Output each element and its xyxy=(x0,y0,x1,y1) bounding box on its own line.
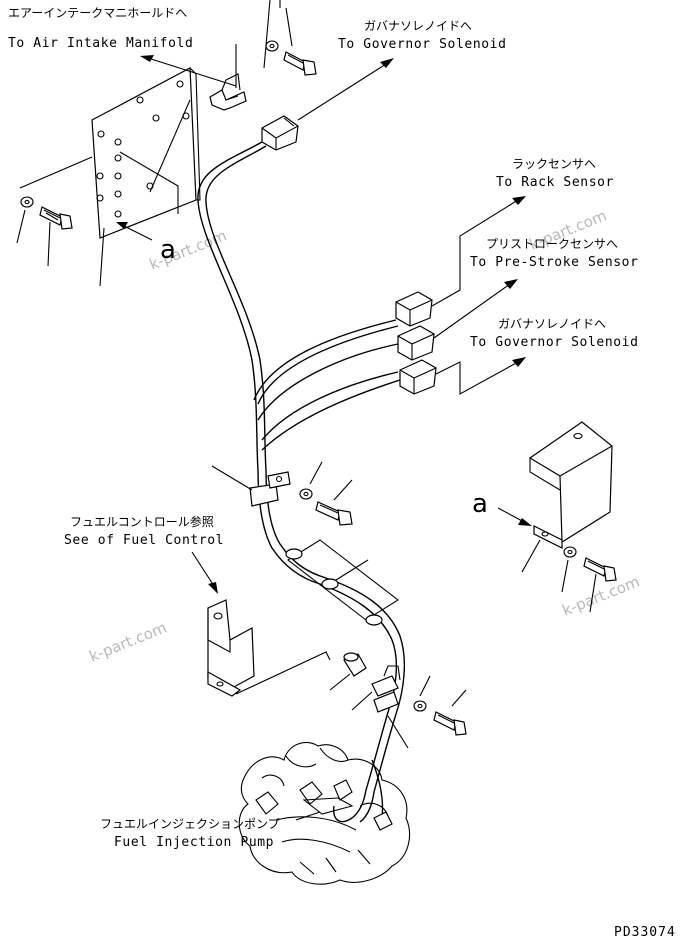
arrow-head-icon xyxy=(380,58,394,68)
leader-line xyxy=(333,479,353,501)
bolt-right xyxy=(583,557,617,582)
arrow-head-icon xyxy=(116,222,128,229)
fuel-injection-pump xyxy=(238,742,410,885)
arrow-head-icon xyxy=(140,55,154,62)
leader-line xyxy=(387,715,409,749)
label-rack-sensor-jp: ラックセンサへ xyxy=(512,157,596,171)
label-fuel-control-jp: フュエルコントロール参照 xyxy=(70,514,214,529)
arrow-head-icon xyxy=(208,582,218,594)
leader-line xyxy=(521,539,541,573)
leader-line xyxy=(19,156,93,189)
leader-line xyxy=(431,199,519,307)
bolt-lower xyxy=(433,711,467,736)
label-rack-sensor-en: To Rack Sensor xyxy=(496,175,614,190)
harness-bracket xyxy=(285,539,399,626)
air-intake-bracket xyxy=(91,67,201,239)
washer xyxy=(563,546,577,558)
ref-a-right: a xyxy=(472,489,488,519)
label-air-intake-jp: エアーインテークマニホールドへ xyxy=(8,6,187,20)
connector-governor xyxy=(399,359,437,395)
label-pre-stroke-en: To Pre-Stroke Sensor xyxy=(470,255,639,270)
leader-line xyxy=(335,559,369,581)
leader-line xyxy=(295,811,321,821)
leader-line xyxy=(329,673,351,691)
cover-bracket xyxy=(528,421,613,549)
label-air-intake-en: To Air Intake Manifold xyxy=(8,36,193,51)
fuel-control-bracket xyxy=(207,599,255,697)
leader-line xyxy=(147,57,237,87)
label-injection-pump-en: Fuel Injection Pump xyxy=(114,835,274,850)
lower-clamp xyxy=(371,665,401,713)
bolt-mid xyxy=(315,501,353,526)
bolt-washer-left xyxy=(16,196,105,287)
leader-line xyxy=(497,507,525,523)
arrow-head-icon xyxy=(518,518,532,526)
bolt-top xyxy=(283,51,317,76)
connector-pre-stroke xyxy=(397,325,435,361)
washer xyxy=(413,700,427,712)
leader-line xyxy=(123,225,153,241)
leader-line xyxy=(589,573,597,613)
arrow-head-icon xyxy=(512,357,526,367)
spacer xyxy=(343,652,367,677)
leader-line xyxy=(263,0,271,69)
ref-a-left: a xyxy=(160,235,176,265)
washer xyxy=(299,488,313,500)
clip-top xyxy=(209,73,247,111)
leader-line xyxy=(211,465,253,491)
label-governor-mid-en: To Governor Solenoid xyxy=(470,335,639,350)
leader-line xyxy=(191,551,215,587)
connector-rack-sensor xyxy=(395,291,433,327)
label-governor-top-jp: ガバナソレノイドへ xyxy=(364,19,472,33)
arrow-head-icon xyxy=(512,196,526,205)
watermark: k-part.com xyxy=(560,572,642,619)
label-pre-stroke-jp: プリストロークセンサへ xyxy=(486,237,618,251)
wiring-harness xyxy=(197,141,405,823)
watermark: k-part.com xyxy=(87,618,169,665)
leader-line xyxy=(561,559,569,593)
leader-line xyxy=(451,689,467,707)
connector-top xyxy=(261,115,299,151)
arrow-head-icon xyxy=(504,279,518,289)
washer xyxy=(265,40,279,52)
label-governor-mid-jp: ガバナソレノイドへ xyxy=(498,317,606,331)
leader-line xyxy=(351,691,373,711)
leader-line xyxy=(433,283,511,339)
leader-line xyxy=(309,461,323,485)
leader-line xyxy=(285,7,293,47)
cable-clamp xyxy=(249,471,291,507)
label-fuel-control-en: See of Fuel Control xyxy=(64,533,224,548)
leader-line xyxy=(297,63,387,121)
leader-line xyxy=(235,651,331,695)
label-governor-top-en: To Governor Solenoid xyxy=(338,37,507,52)
leader-line xyxy=(435,361,519,395)
label-injection-pump-jp: フュエルインジェクションポンプ xyxy=(100,817,280,831)
leader-line xyxy=(419,675,431,697)
drawing-code: PD33074 xyxy=(614,925,676,940)
